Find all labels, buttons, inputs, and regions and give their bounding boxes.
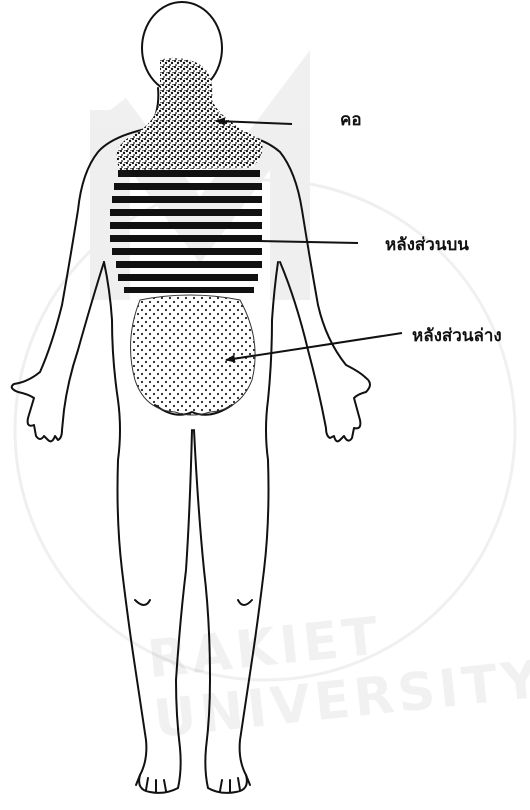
lower-back-dotted-region: [131, 295, 256, 415]
neck-shaded-region: [116, 58, 262, 170]
watermark-logo: [15, 110, 515, 680]
upper-back-label: หลังส่วนบน: [385, 231, 469, 258]
lower-back-label: หลังส่วนล่าง: [412, 322, 502, 349]
neck-label: คอ: [340, 106, 362, 133]
